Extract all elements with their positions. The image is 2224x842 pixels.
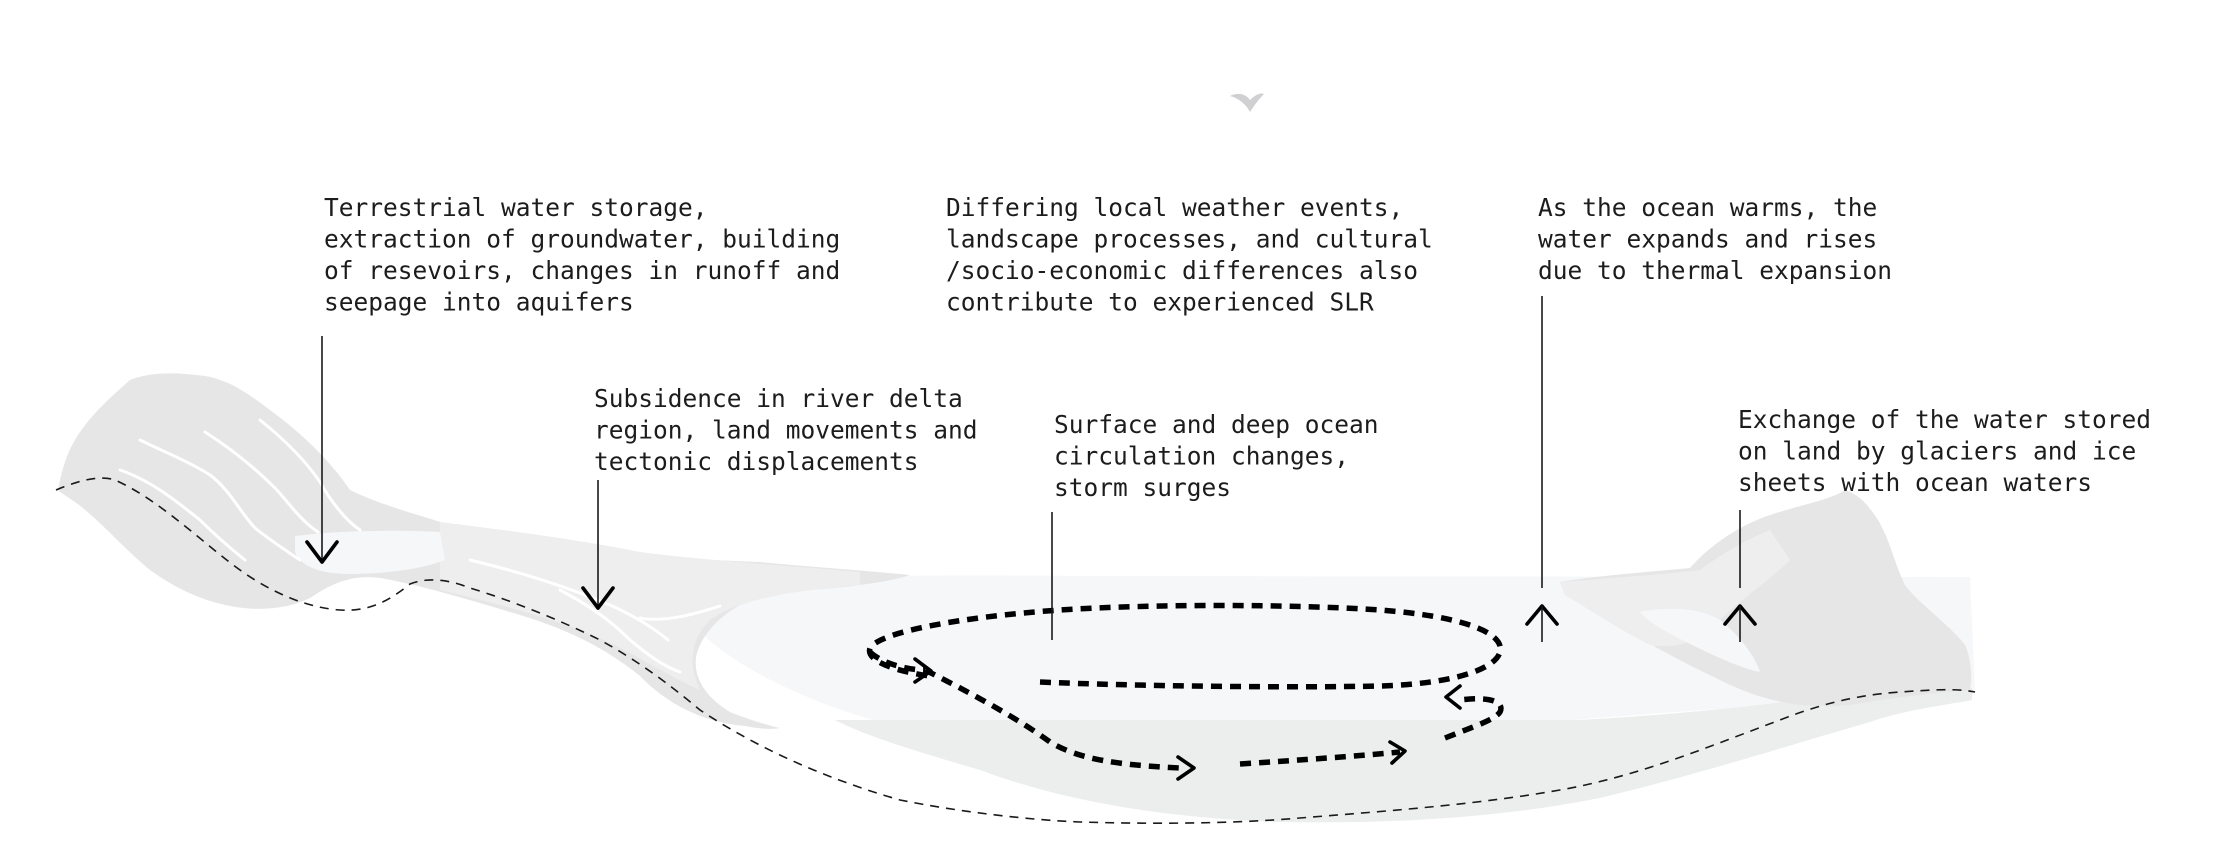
terrestrial-storage-text: Terrestrial water storage, extraction of… (324, 193, 855, 317)
bird-icon (1230, 93, 1264, 112)
glacier-exchange-text: Exchange of the water stored on land by … (1738, 405, 2166, 497)
ocean-circulation-text: Surface and deep ocean circulation chang… (1054, 410, 1393, 502)
local-differences-text: Differing local weather events, landscap… (946, 193, 1448, 317)
subsidence-text: Subsidence in river delta region, land m… (594, 384, 992, 476)
thermal-expansion-text: As the ocean warms, the water expands an… (1538, 193, 1892, 285)
